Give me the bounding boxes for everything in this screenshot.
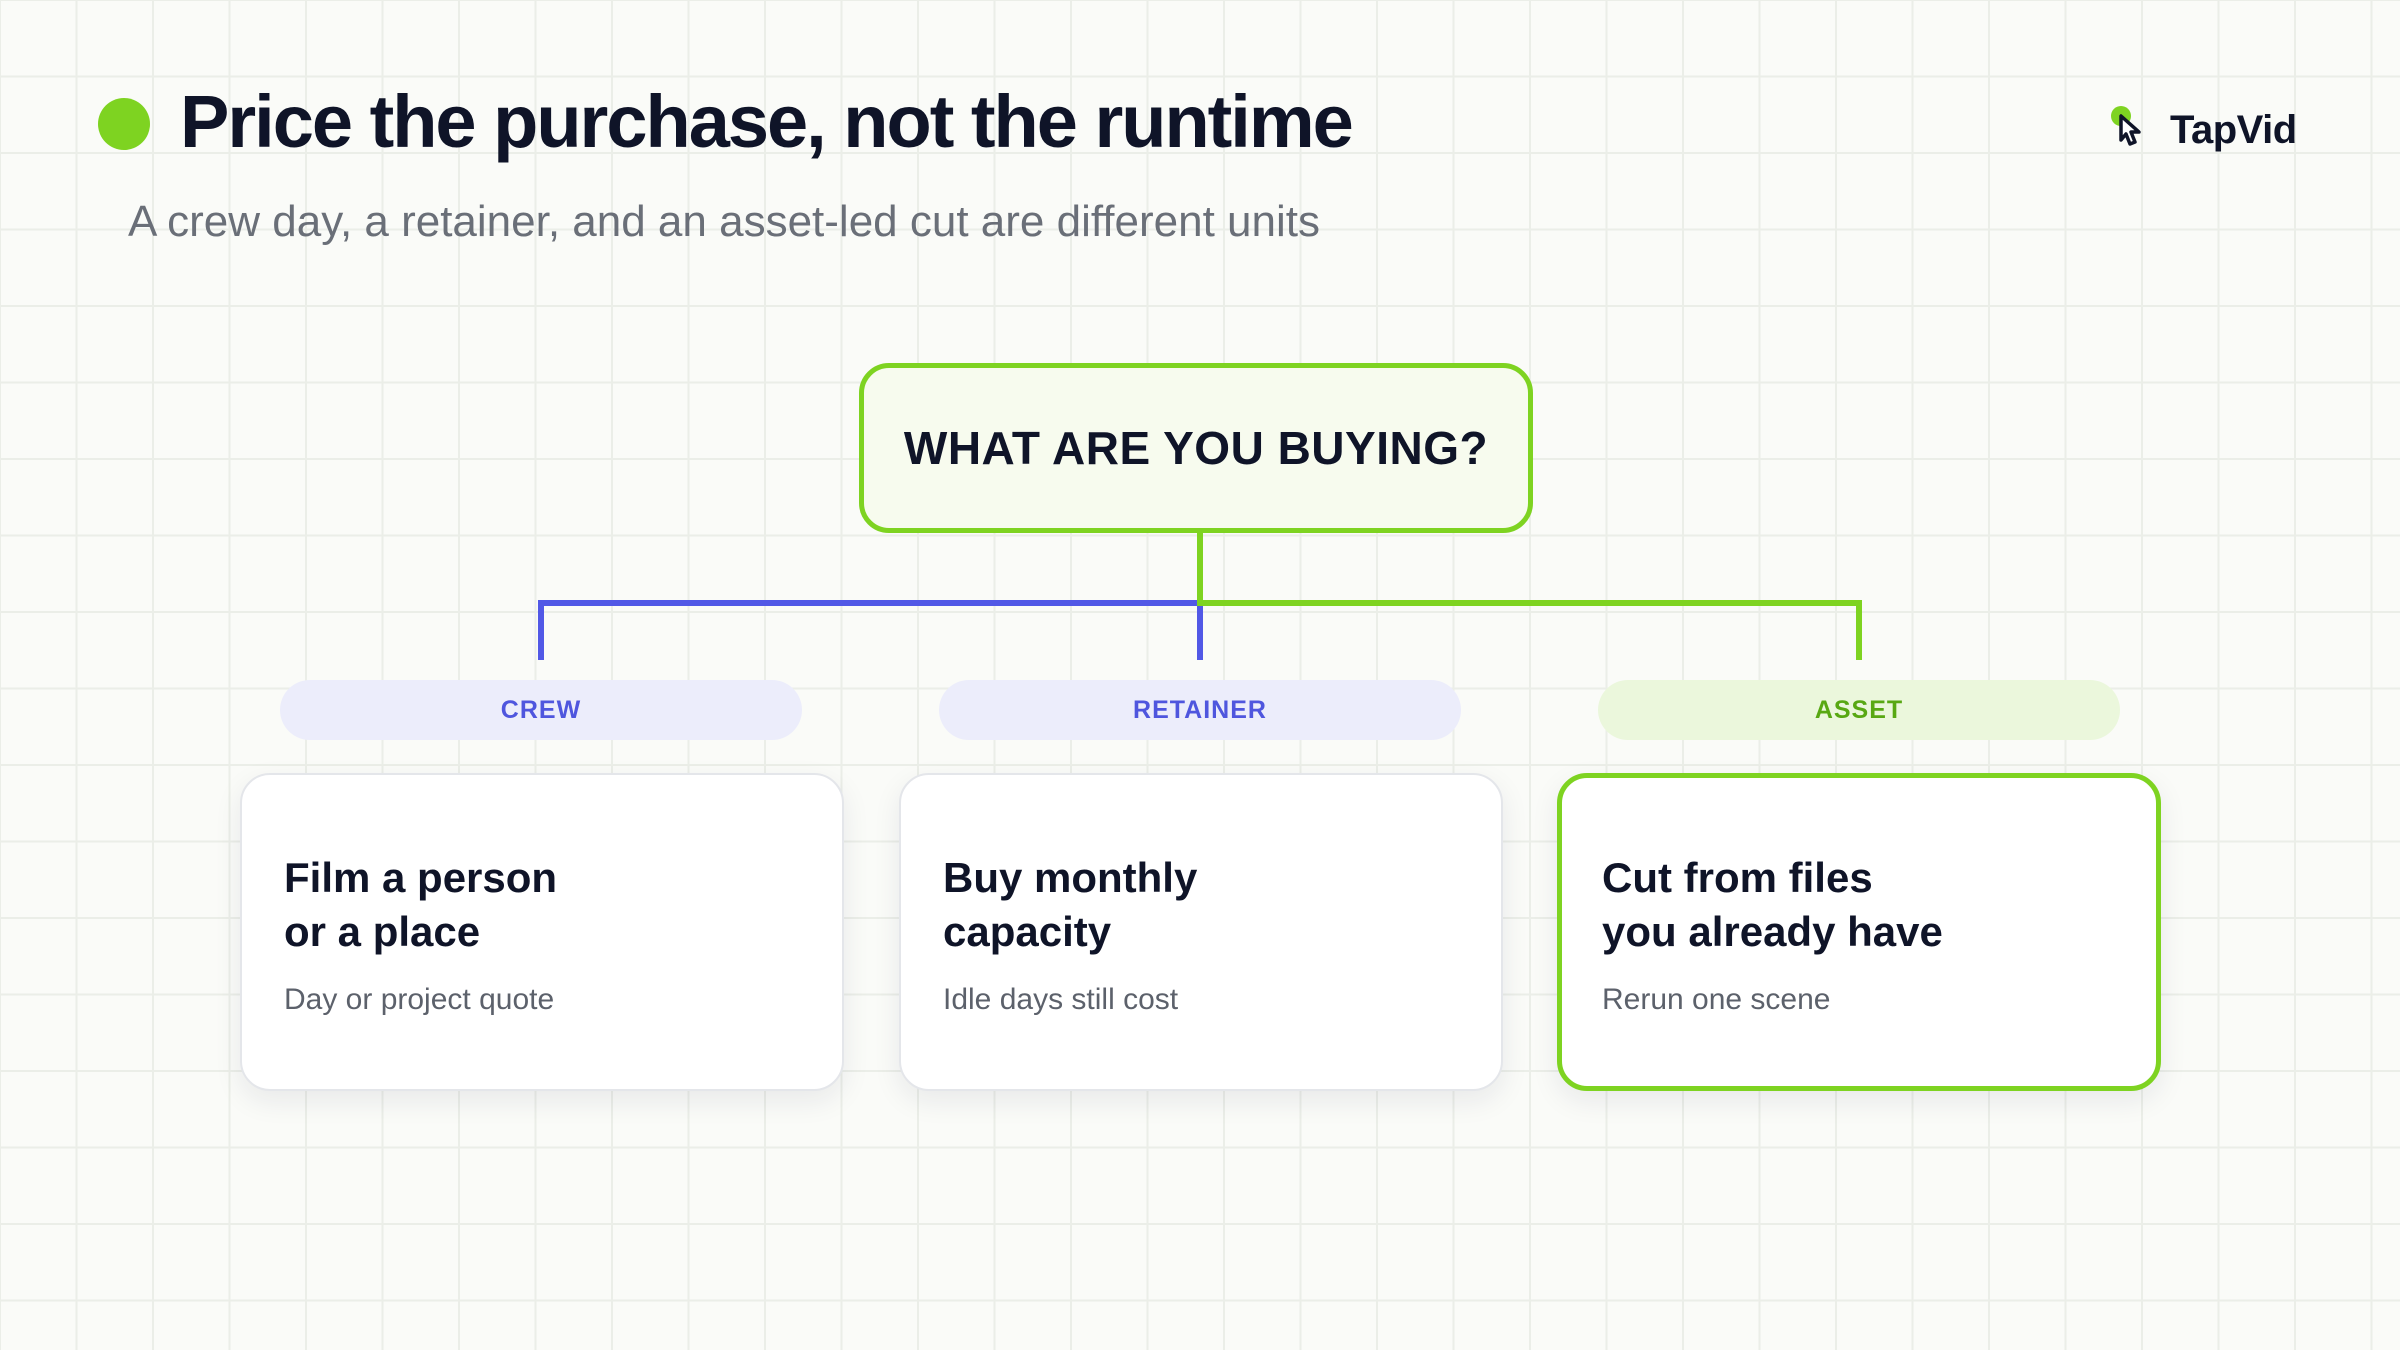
card-retainer: Buy monthly capacity Idle days still cos… [899,773,1503,1091]
tag-asset: ASSET [1598,680,2120,740]
card-asset-description: Rerun one scene [1602,983,1831,1016]
card-crew-title-line1: Film a person [284,854,558,901]
card-retainer-title-line1: Buy monthly [943,854,1198,901]
card-crew: Film a person or a place Day or project … [240,773,844,1091]
card-asset-title: Cut from files you already have [1602,851,2122,959]
title-bullet-dot [98,98,150,150]
tag-crew: CREW [280,680,802,740]
card-crew-title: Film a person or a place [284,851,804,959]
card-crew-title-line2: or a place [284,908,481,955]
page-title: Price the purchase, not the runtime [180,80,1354,163]
card-retainer-title: Buy monthly capacity [943,851,1463,959]
root-question-node: WHAT ARE YOU BUYING? [859,363,1533,533]
card-asset-title-line2: you already have [1602,908,1943,955]
cursor-hand-icon [2111,106,2141,146]
connector-crew [538,600,1200,660]
connector-asset [1197,533,1862,660]
root-question-label: WHAT ARE YOU BUYING? [903,422,1489,474]
card-asset-title-line1: Cut from files [1602,854,1873,901]
brand-logo: TapVid [2100,98,2297,162]
card-retainer-description: Idle days still cost [943,983,1179,1016]
tag-retainer: RETAINER [939,680,1461,740]
card-crew-description: Day or project quote [284,983,555,1016]
page-subtitle: A crew day, a retainer, and an asset-led… [128,197,1320,246]
card-retainer-title-line2: capacity [943,908,1112,955]
brand-name: TapVid [2170,107,2297,152]
card-asset: Cut from files you already have Rerun on… [1557,773,2161,1091]
